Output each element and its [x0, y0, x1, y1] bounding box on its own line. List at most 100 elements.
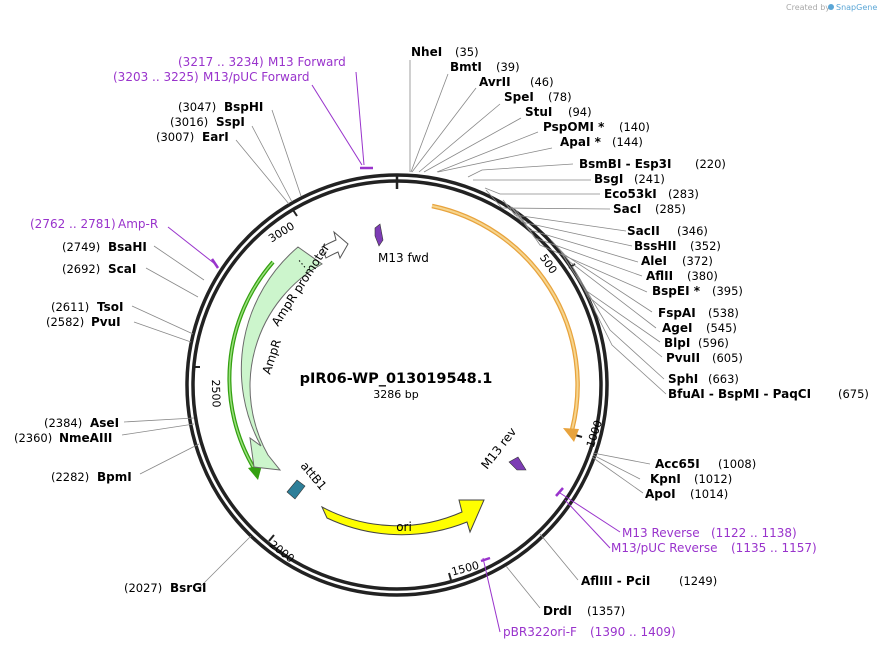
enzyme-name: BpmI	[97, 470, 132, 484]
enzyme-pos: (346)	[677, 224, 708, 238]
enzyme-pos: (2027)	[124, 581, 162, 595]
enzyme-name: BmtI	[450, 60, 482, 74]
enzyme-pos: (1012)	[694, 472, 732, 486]
enzyme-pos: (2384)	[44, 416, 82, 430]
primer-range: (3217 .. 3234)	[178, 55, 264, 69]
enzyme-name: BspHI	[224, 100, 263, 114]
enzyme-pos: (380)	[687, 269, 718, 283]
ampr-label: AmpR	[260, 337, 284, 375]
enzyme-pos: (395)	[712, 284, 743, 298]
enzyme-labels-right: NheI (35) BmtI (39) AvrII (46) SpeI (78)…	[411, 45, 869, 618]
ori-feature	[320, 499, 485, 536]
enzyme-pos: (35)	[455, 45, 479, 59]
enzyme-name: NheI	[411, 45, 442, 59]
enzyme-name: FspAI	[658, 306, 696, 320]
enzyme-name: AflII	[646, 269, 673, 283]
enzyme-pos: (220)	[695, 157, 726, 171]
enzyme-pos: (372)	[682, 254, 713, 268]
enzyme-name: SspI	[216, 115, 245, 129]
enzyme-pos: (285)	[655, 202, 686, 216]
primer-range: (3203 .. 3225)	[113, 70, 199, 84]
tick-label: 2500	[209, 379, 223, 407]
enzyme-name: BsmBI - Esp3I	[579, 157, 671, 171]
plasmid-name: pIR06-WP_013019548.1	[300, 371, 493, 387]
enzyme-pos: (3016)	[170, 115, 208, 129]
primer-lines	[167, 71, 621, 633]
primer-name: M13 Forward	[268, 55, 346, 69]
enzyme-name: ApoI	[645, 487, 676, 501]
enzyme-pos: (1249)	[679, 574, 717, 588]
enzyme-pos: (2360)	[14, 431, 52, 445]
primer-range: (1390 .. 1409)	[590, 625, 676, 639]
enzyme-pos: (538)	[708, 306, 739, 320]
m13-rev-feature	[508, 456, 527, 471]
primer-range: (1135 .. 1157)	[731, 541, 817, 555]
enzyme-name: Eco53kI	[604, 187, 657, 201]
enzyme-pos: (144)	[612, 135, 643, 149]
enzyme-pos: (605)	[712, 351, 743, 365]
ampr-feature	[240, 246, 323, 471]
plasmid-length: 3286 bp	[373, 388, 418, 401]
m13-fwd-feature	[374, 223, 384, 247]
enzyme-pos: (2282)	[51, 470, 89, 484]
enzyme-name: BlpI	[664, 336, 690, 350]
enzyme-pos: (1008)	[718, 457, 756, 471]
enzyme-name: SacII	[627, 224, 660, 238]
enzyme-pos: (3047)	[178, 100, 216, 114]
enzyme-pos: (675)	[838, 387, 869, 401]
enzyme-pos: (46)	[530, 75, 554, 89]
enzyme-name: EarI	[202, 130, 229, 144]
enzyme-pos: (3007)	[156, 130, 194, 144]
enzyme-pos: (241)	[634, 172, 665, 186]
enzyme-name: AseI	[90, 416, 119, 430]
enzyme-pos: (352)	[690, 239, 721, 253]
enzyme-name: AflIII - PciI	[581, 574, 650, 588]
enzyme-name: Acc65I	[655, 457, 700, 471]
primer-name: Amp-R	[118, 217, 158, 231]
enzyme-pos: (2611)	[51, 300, 89, 314]
enzyme-name: PvuII	[666, 351, 700, 365]
primer-name: M13 Reverse	[622, 526, 700, 540]
enzyme-pos: (140)	[619, 120, 650, 134]
orange-feature-arrowhead	[563, 428, 579, 442]
m13-fwd-label: M13 fwd	[378, 251, 429, 265]
primer-name: M13/pUC Forward	[203, 70, 310, 84]
enzyme-name: BfuAI - BspMI - PaqCI	[668, 387, 811, 401]
enzyme-name: BssHII	[634, 239, 676, 253]
enzyme-name: NmeAIII	[59, 431, 112, 445]
enzyme-pos: (39)	[496, 60, 520, 74]
enzyme-pos: (2692)	[62, 262, 100, 276]
primer-labels: (3217 .. 3234) M13 Forward (3203 .. 3225…	[30, 55, 817, 639]
enzyme-pos: (1014)	[690, 487, 728, 501]
ori-label: ori	[396, 520, 412, 534]
enzyme-name: BsaHI	[108, 240, 147, 254]
enzyme-name: AvrII	[479, 75, 511, 89]
enzyme-name: PvuI	[91, 315, 121, 329]
credit-brand: SnapGene	[836, 3, 877, 12]
enzyme-name: BsrGI	[170, 581, 207, 595]
m13-fwd-label-text: M13 fwd	[378, 251, 429, 265]
enzyme-pos: (94)	[568, 105, 592, 119]
enzyme-name: SpeI	[504, 90, 534, 104]
primer-range: (2762 .. 2781)	[30, 217, 116, 231]
enzyme-pos: (78)	[548, 90, 572, 104]
primer-range: (1122 .. 1138)	[711, 526, 797, 540]
enzyme-name: StuI	[525, 105, 552, 119]
enzyme-name: PspOMI *	[543, 120, 605, 134]
enzyme-pos: (2749)	[62, 240, 100, 254]
enzyme-labels-left: (2027) BsrGI (2282) BpmI (2360) NmeAIII …	[14, 100, 263, 595]
enzyme-pos: (2582)	[46, 315, 84, 329]
enzyme-pos: (1357)	[587, 604, 625, 618]
ampr-outer-arrowhead	[248, 465, 262, 480]
enzyme-name: ScaI	[108, 262, 136, 276]
enzyme-pos: (545)	[706, 321, 737, 335]
credit-prefix: Created by	[786, 3, 830, 12]
enzyme-name: SacI	[613, 202, 641, 216]
enzyme-name: SphI	[668, 372, 698, 386]
primer-name: pBR322ori-F	[503, 625, 577, 639]
enzyme-name: AleI	[641, 254, 667, 268]
enzyme-name: DrdI	[543, 604, 572, 618]
snapgene-logo-icon	[828, 4, 834, 10]
enzyme-pos: (596)	[698, 336, 729, 350]
